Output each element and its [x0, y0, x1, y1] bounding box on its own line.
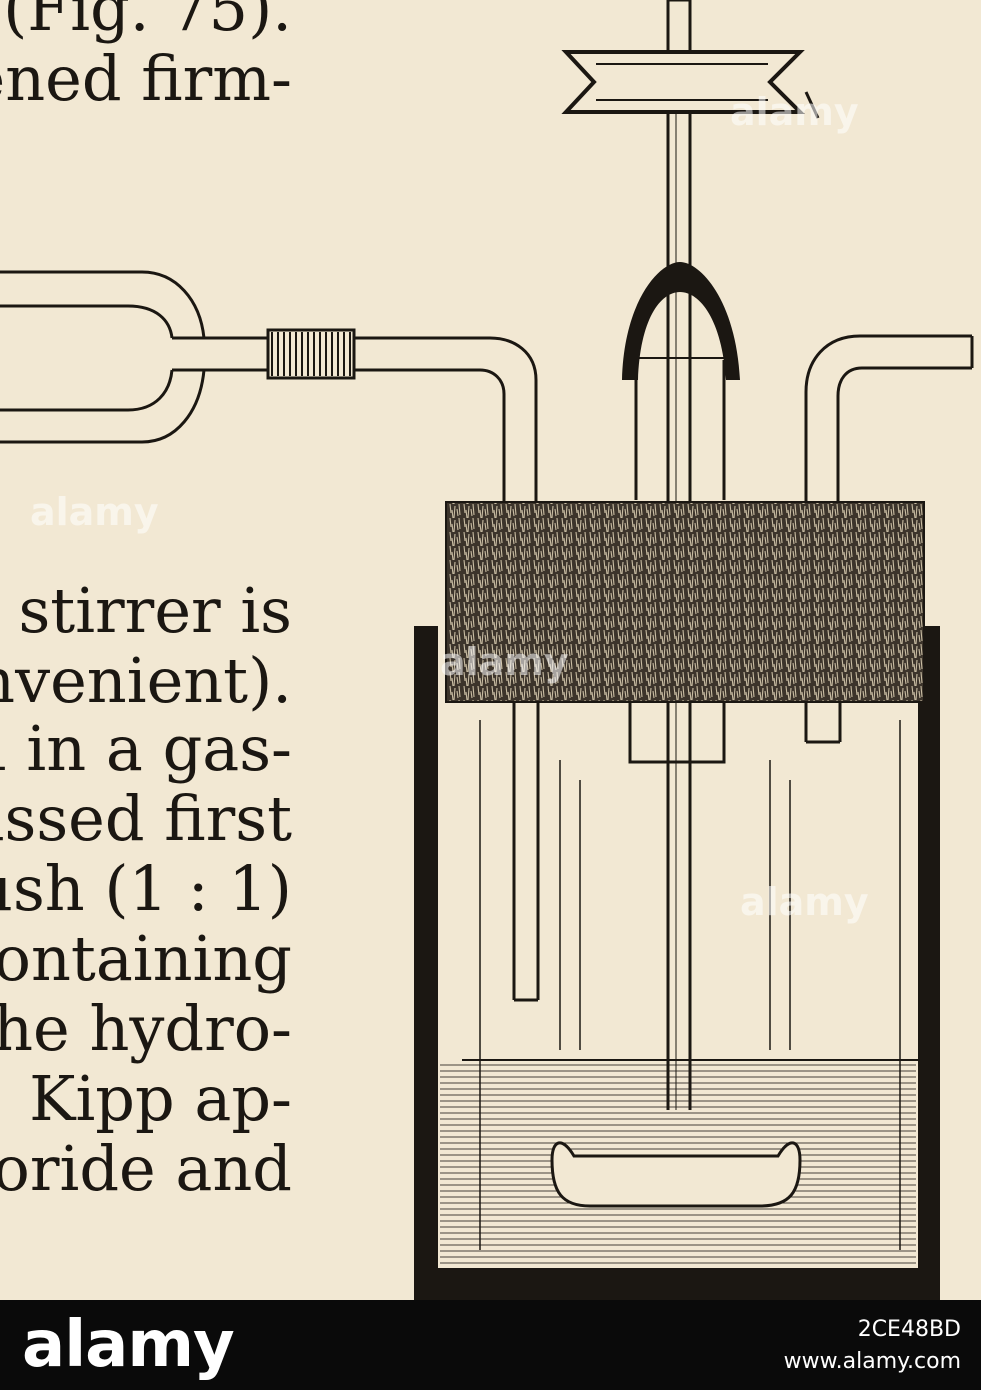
stirrer-paddle: [550, 1141, 802, 1208]
text-line: (Fig. 75).: [3, 0, 292, 45]
watermark-text: alamy: [740, 880, 869, 924]
watermark-text: alamy: [730, 90, 859, 134]
text-line: assed first: [0, 782, 292, 855]
image-info: 2CE48BD www.alamy.com: [784, 1314, 961, 1378]
text-line: loride and: [0, 1132, 292, 1205]
stirrer-apparatus-illustration: [0, 0, 974, 1300]
text-line: l in a gas-: [0, 712, 292, 785]
text-line: containing: [0, 922, 292, 995]
gas-inlet-tube: [200, 328, 540, 1002]
text-line: Kipp ap-: [29, 1062, 292, 1135]
mercury-seal-cap: [622, 262, 740, 500]
book-page: (Fig. 75). ened firm- e stirrer is nveni…: [0, 0, 974, 1300]
cork-stopper: [445, 501, 925, 703]
alamy-logo: alamy: [22, 1308, 235, 1382]
text-line: ush (1 : 1): [0, 852, 292, 925]
text-line: ened firm-: [0, 42, 292, 115]
text-line: nvenient).: [0, 644, 292, 717]
y-piece: [0, 270, 206, 444]
site-url: www.alamy.com: [783, 1349, 961, 1374]
stock-photo-banner: alamy 2CE48BD www.alamy.com: [0, 1300, 981, 1390]
image-id-label: 2CE48BD: [857, 1317, 961, 1342]
text-column: (Fig. 75). ened firm- e stirrer is nveni…: [0, 0, 300, 1300]
stirrer-guide-tube: [628, 700, 726, 764]
text-line: e stirrer is: [0, 574, 292, 647]
watermark-text: alamy: [30, 490, 159, 534]
watermark-text: alamy: [440, 640, 569, 684]
pulley-wheel: [561, 0, 820, 119]
text-line: he hydro-: [0, 992, 292, 1065]
